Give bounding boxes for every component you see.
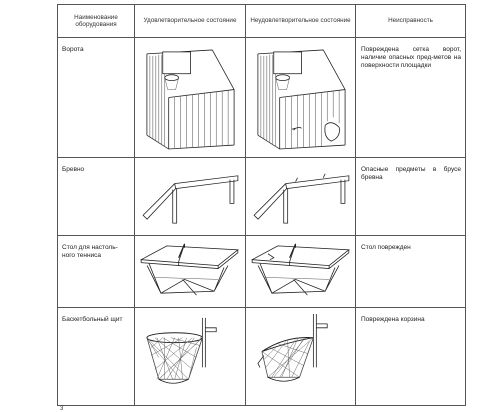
equipment-name: Бревно	[57, 157, 135, 236]
hoop-bad-icon	[245, 307, 356, 406]
fault-description: Повреждена корзина	[355, 307, 466, 406]
table-row: Ворота	[57, 37, 466, 158]
goal-good-icon	[134, 37, 246, 158]
equipment-name: Ворота	[57, 37, 135, 158]
header-fault: Неисправность	[355, 4, 466, 38]
header-equipment: Наименование оборудования	[57, 4, 135, 38]
fault-description: Опасные предметы в брусе бревна	[355, 157, 466, 236]
header-row: Наименование оборудования Удовлетворител…	[57, 4, 466, 38]
equipment-name: Стол для настоль-ного тенниса	[57, 235, 135, 308]
table-row: Стол для настоль-ного тенниса	[57, 235, 466, 308]
table-row: Бревно Опасные предметы в брусе бревна	[57, 157, 466, 236]
table-row: Баскетбольный щит	[57, 307, 466, 406]
beam-good-icon	[134, 157, 246, 236]
fault-description: Повреждена сетка ворот, наличие опасных …	[355, 37, 466, 158]
equipment-name: Баскетбольный щит	[57, 307, 135, 406]
goal-bad-icon	[245, 37, 356, 158]
equipment-table: Наименование оборудования Удовлетворител…	[57, 4, 466, 406]
tennis-table-good-icon	[134, 235, 246, 308]
header-bad-state: Неудовлетворительное состояние	[245, 4, 356, 38]
beam-bad-icon	[245, 157, 356, 236]
page-number: 3	[60, 406, 64, 412]
tennis-table-bad-icon	[245, 235, 356, 308]
fault-description: Стол поврежден	[355, 235, 466, 308]
hoop-good-icon	[134, 307, 246, 406]
header-good-state: Удовлетворительное состояние	[134, 4, 246, 38]
